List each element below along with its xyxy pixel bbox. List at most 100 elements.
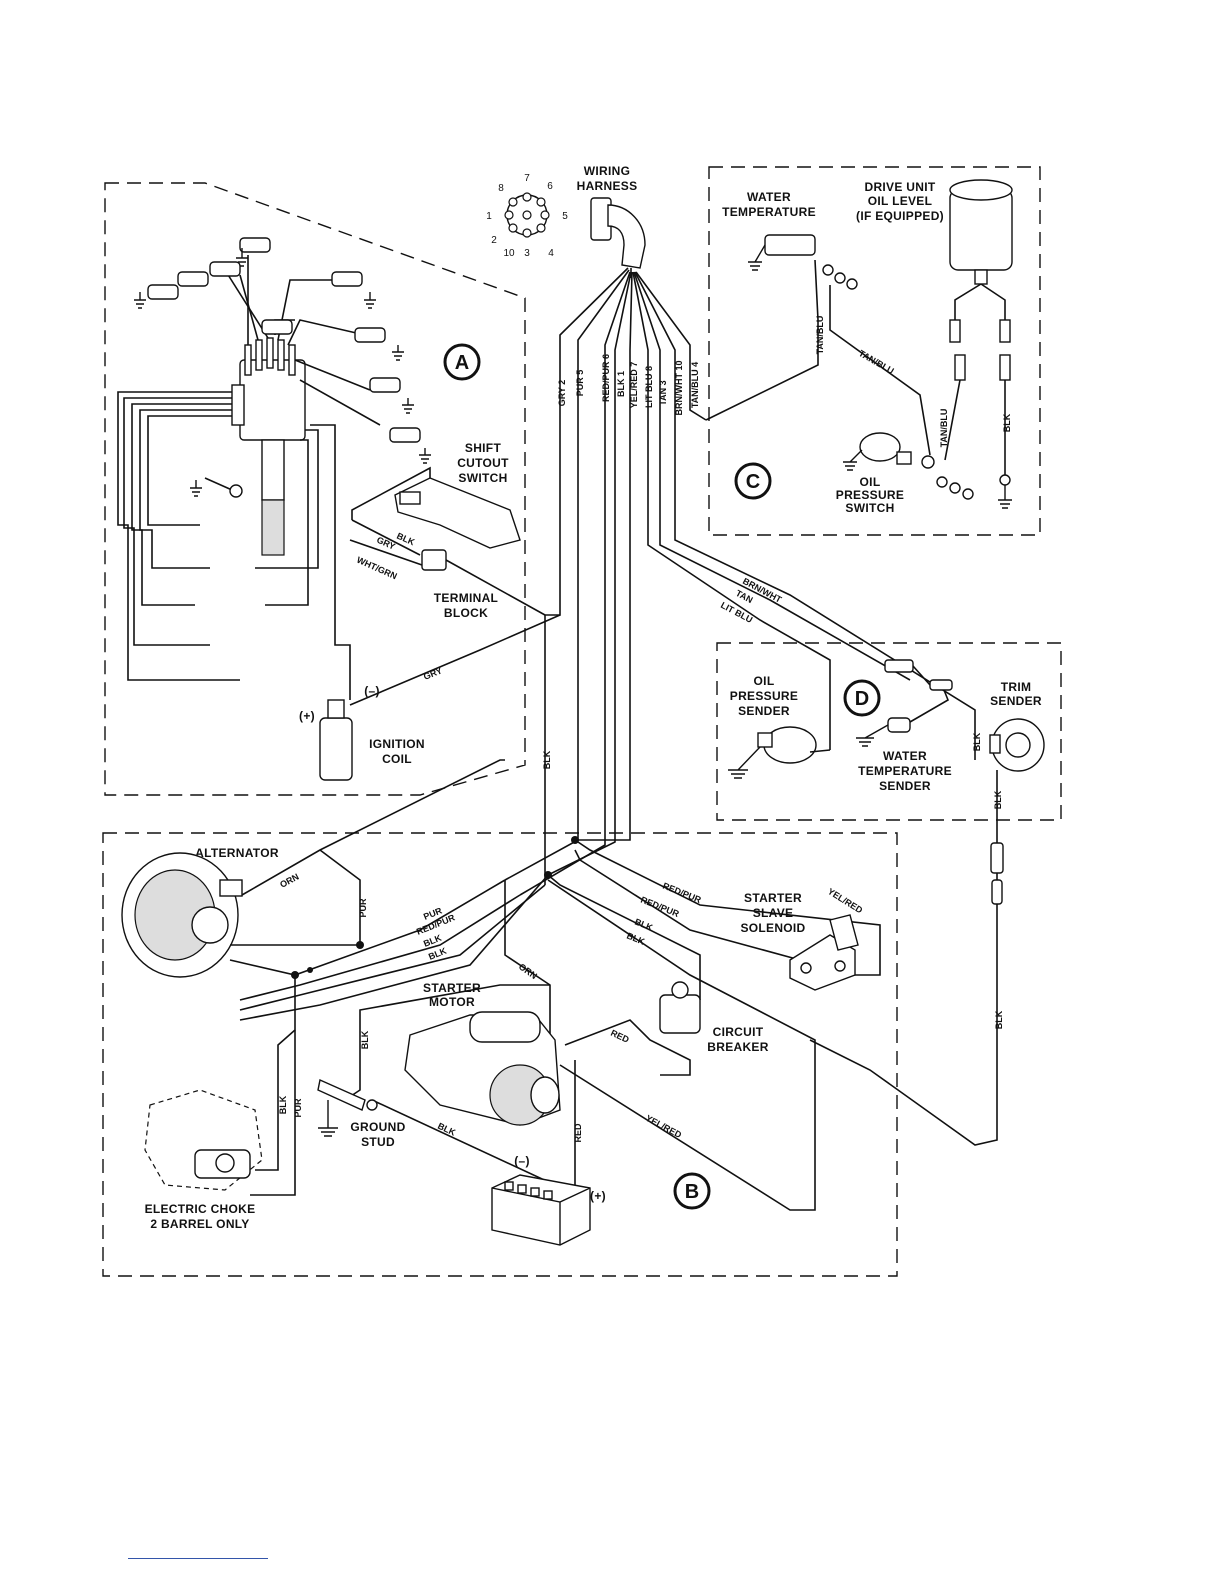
section-tag-d: D [843,679,881,717]
shift-cutout-switch [351,466,521,549]
pin-label-10: 10 [503,248,515,259]
water-temp-sender-label-1: WATER [883,749,927,763]
oil-pressure-sender-label-3: SENDER [738,704,790,718]
wire-label-blk-main: BLK [542,750,552,769]
section-tag-a: A [443,343,481,381]
wire-junction-dots [291,836,579,979]
section-b-wires [229,759,881,1211]
ground-stud-label-1: GROUND [350,1120,405,1134]
ground-stud-label-2: STUD [361,1135,395,1149]
ignition-coil [319,614,561,781]
electric-choke-label-2: 2 BARREL ONLY [150,1217,249,1231]
starter-motor [404,1011,561,1126]
wire-label-blk-trim-2: BLK [993,790,1003,809]
pin-label-3: 3 [524,248,530,259]
coil-minus-label: (–) [364,684,380,698]
trim-sender-label-1: TRIM [1001,680,1032,694]
slave-solenoid-label-1: STARTER [744,891,802,905]
wire-label-tan-blu-c1: TAN/BLU [815,316,825,355]
shift-cutout-label-3: SWITCH [458,471,507,485]
section-tag-b-text: B [685,1181,699,1203]
electric-choke-label-1: ELECTRIC CHOKE [145,1202,256,1216]
wire-label-tan-blu-c2: TAN/BLU [857,348,896,376]
pin-label-1: 1 [486,211,492,222]
wire-label-gry-coil: GRY [422,665,444,681]
wire-label-tan-blu-4: TAN/BLU 4 [690,362,700,408]
oil-pressure-sender-label-1: OIL [754,674,775,688]
page-footer-rule [128,1558,268,1559]
starter-slave-solenoid [789,914,859,991]
wire-label-pur-choke: PUR [293,1098,303,1118]
water-temperature-sender [856,659,953,747]
drive-unit-label-2: OIL LEVEL [868,194,933,208]
slave-solenoid-label-3: SOLENOID [740,921,805,935]
ground-stud [317,1079,378,1137]
wire-label-pur-alt: PUR [358,898,368,918]
wire-label-blk-choke: BLK [278,1095,288,1114]
pin-label-8: 8 [498,183,504,194]
wire-label-red-cb: RED [609,1028,631,1045]
wire-label-red-pur-r2: RED/PUR [639,895,681,920]
drive-unit-oil-reservoir [936,179,1013,509]
starter-motor-label-2: MOTOR [429,995,475,1009]
oil-pressure-switch-label-3: SWITCH [845,501,894,515]
shift-cutout-label-1: SHIFT [465,441,502,455]
harness-wire-bundle [504,267,976,896]
pin-label-6: 6 [547,181,553,192]
wire-label-blk-1: BLK 1 [616,371,626,397]
pin-label-7: 7 [524,173,530,184]
circuit-breaker-label-1: CIRCUIT [713,1025,764,1039]
wire-label-tan-blu-c3: TAN/BLU [939,409,949,448]
circuit-breaker-label-2: BREAKER [707,1040,768,1054]
shift-cutout-label-2: CUTOUT [457,456,509,470]
wire-label-gry-2: GRY 2 [557,380,567,407]
section-tag-c: C [734,462,772,500]
wire-label-red-pur-6: RED/PUR 6 [601,354,611,402]
terminal-block-label-2: BLOCK [444,606,488,620]
wiring-harness-label-2: HARNESS [577,179,638,193]
water-temp-sender-label-2: TEMPERATURE [858,764,952,778]
wire-label-lit-blu-8: LIT BLU 8 [644,366,654,408]
wire-label-blk-c: BLK [1002,413,1012,432]
wiring-harness-plug [590,197,646,278]
oil-pressure-switch [843,432,935,471]
wire-label-blk-trim-3: BLK [994,1010,1004,1029]
pin-label-4: 4 [548,248,554,259]
wire-label-red-battery: RED [573,1123,583,1143]
oil-pressure-switch-label-2: PRESSURE [836,488,904,502]
water-temperature-label-1: WATER [747,190,791,204]
wiring-harness-label-1: WIRING [584,164,630,178]
oil-pressure-sender [728,726,831,779]
wire-label-wht-grn: WHT/GRN [355,555,398,582]
alternator [121,852,243,978]
section-b-boundary [102,832,898,1277]
trim-sender-label-2: SENDER [990,694,1042,708]
battery [491,1174,591,1246]
distributor-primary-wires [117,391,351,700]
water-temperature-switch [705,234,931,456]
terminal-block [349,519,546,616]
wire-label-blk-ground: BLK [360,1030,370,1049]
wire-label-yel-red-sol: YEL/RED [826,886,865,915]
harness-pin-diagram: 1 2 3 4 5 6 7 8 10 [486,173,568,259]
water-temp-sender-label-3: SENDER [879,779,931,793]
wire-label-brn-wht-10: BRN/WHT 10 [674,360,684,415]
oil-pressure-sender-label-2: PRESSURE [730,689,798,703]
section-tag-a-text: A [455,352,469,374]
section-a-boundary [104,182,526,796]
battery-plus-label: (+) [590,1189,606,1203]
drive-unit-label-1: DRIVE UNIT [864,180,935,194]
wire-label-orn-starter: ORN [517,961,539,981]
wire-label-blk-shift: BLK [395,531,416,548]
section-d-boundary [716,642,1062,821]
slave-solenoid-label-2: SLAVE [753,906,794,920]
pin-label-5: 5 [562,211,568,222]
terminal-block-label-1: TERMINAL [434,591,498,605]
alternator-label: ALTERNATOR [195,846,279,860]
wire-label-yel-red-starter: YEL/RED [644,1113,684,1140]
wire-label-yel-red-7: YEL/RED 7 [629,362,639,409]
distributor [231,337,306,556]
wire-label-pur-5: PUR 5 [575,370,585,397]
wire-label-red-pur-r1: RED/PUR [661,881,703,906]
